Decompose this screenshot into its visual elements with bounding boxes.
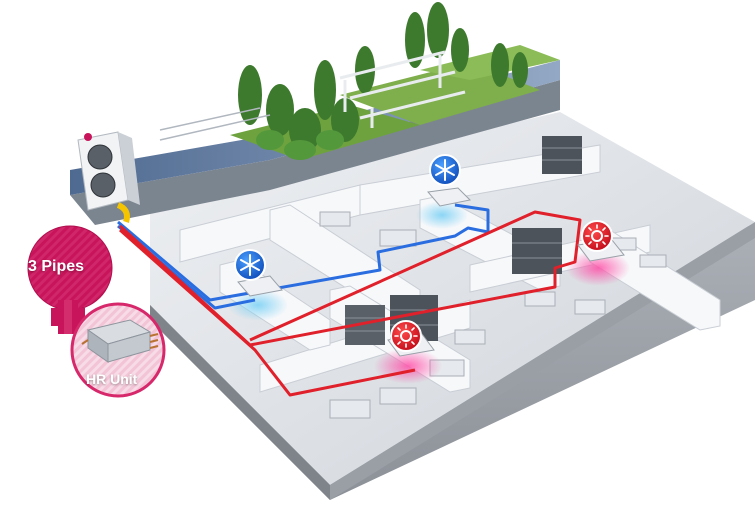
- snowflake-icon: [429, 154, 461, 186]
- roof-garden: [70, 2, 560, 225]
- plus-icon: [51, 300, 85, 334]
- brand-logo-icon: [84, 133, 92, 141]
- three-pipes-label: 3 Pipes: [28, 258, 85, 275]
- outdoor-unit: [77, 131, 140, 223]
- sun-icon: [581, 220, 613, 252]
- hr-unit-box-icon: [81, 319, 159, 363]
- pergola: [339, 50, 466, 128]
- office-desks: [319, 211, 667, 419]
- heating-pipe: [118, 210, 582, 347]
- hr-unit-badge: [70, 302, 166, 398]
- roof-pipe-connector: [116, 202, 130, 223]
- sun-icon: [390, 320, 422, 352]
- snowflake-icon: [234, 249, 266, 281]
- hr-unit-label: HR Unit: [86, 371, 138, 387]
- heating-pipe-low: [119, 228, 416, 397]
